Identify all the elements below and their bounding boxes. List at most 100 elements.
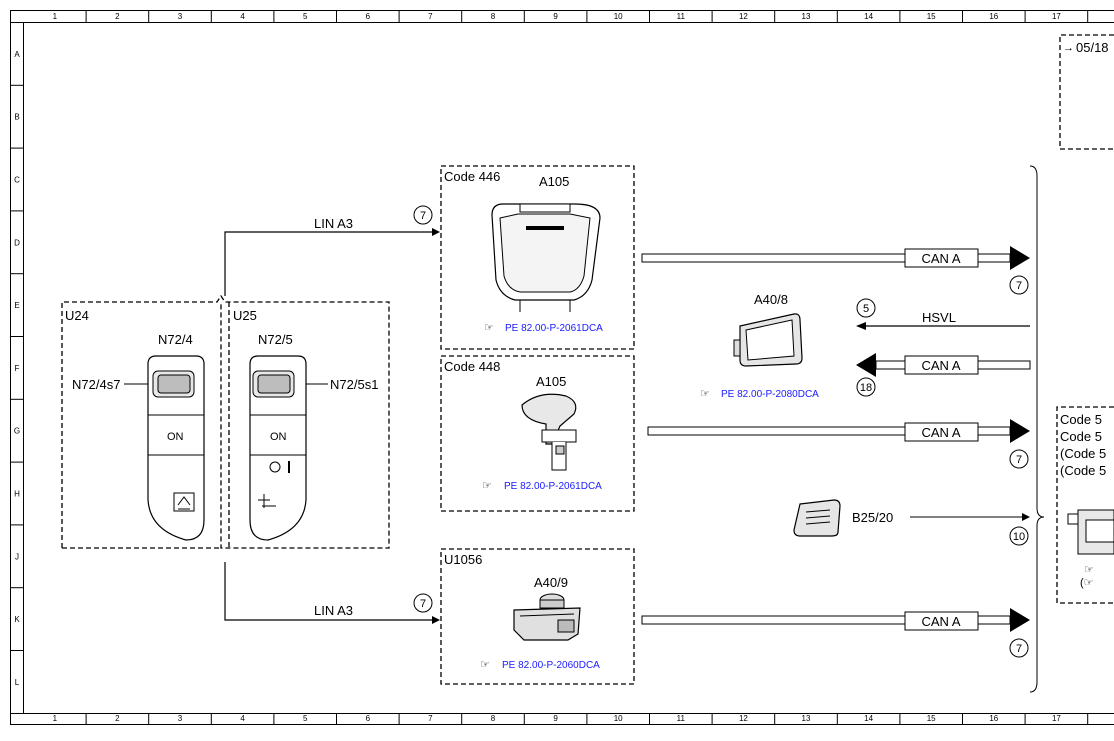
- bus-brace: [1030, 166, 1044, 692]
- can-2-label: CAN A: [921, 358, 960, 373]
- grid-col-label: 16: [989, 12, 998, 21]
- grid-col-label: 1: [53, 714, 58, 723]
- u1056-label: U1056: [444, 552, 482, 567]
- b25-20-sensor: [794, 500, 840, 536]
- marker-can-1-text: 7: [1016, 280, 1022, 292]
- right-component-partial: [1068, 510, 1114, 554]
- grid-row-label: H: [14, 490, 20, 499]
- grid-row-label: A: [14, 50, 20, 59]
- grid-col-label: 2: [115, 12, 120, 21]
- grid-row-label: J: [15, 552, 19, 561]
- can-bus-2: CAN A: [856, 353, 1030, 377]
- grid-col-label: 10: [614, 12, 623, 21]
- grid-row-label: D: [14, 238, 20, 247]
- marker-can-2-text: 18: [860, 382, 872, 394]
- grid-row-label: B: [14, 113, 19, 122]
- grid-col-label: 12: [739, 12, 748, 21]
- grid-col-label: 5: [303, 12, 308, 21]
- marker-b25-text: 10: [1013, 531, 1025, 543]
- grid-col-label: 13: [802, 12, 811, 21]
- lin-a3-top-arrow: [432, 228, 440, 236]
- hsvl-label: HSVL: [922, 310, 956, 325]
- right-code-4: (Code 5: [1060, 463, 1106, 478]
- grid-row-label: K: [14, 615, 20, 624]
- ref-a40-8-text: PE 82.00-P-2080DCA: [721, 389, 819, 400]
- grid-row-label: G: [14, 427, 20, 436]
- grid-col-label: 7: [428, 12, 433, 21]
- grid-row-label: C: [14, 176, 20, 185]
- grid-col-label: 3: [178, 714, 183, 723]
- can-3-label: CAN A: [921, 425, 960, 440]
- on-button-right: ON: [270, 431, 287, 443]
- grid-col-label: 12: [739, 714, 748, 723]
- u24-label: U24: [65, 308, 89, 323]
- a105-mid-label: A105: [536, 374, 566, 389]
- a105-overhead-module: [492, 204, 600, 312]
- n72-4-switch-panel: ON: [148, 356, 204, 540]
- grid-row-label: F: [15, 364, 20, 373]
- b25-20-arrow: [1022, 513, 1030, 521]
- ref-446-icon: ☞: [484, 322, 494, 334]
- grid-col-label: 9: [553, 12, 558, 21]
- grid-col-label: 10: [614, 714, 623, 723]
- grid-col-label: 8: [491, 714, 496, 723]
- right-code-3: (Code 5: [1060, 446, 1106, 461]
- n72-5-label: N72/5: [258, 332, 293, 347]
- a40-8-label: A40/8: [754, 292, 788, 307]
- a40-9-controller: [514, 594, 580, 640]
- right-code-1: Code 5: [1060, 412, 1102, 427]
- grid-col-label: 4: [240, 714, 245, 723]
- can-bus-1: CAN A: [642, 246, 1030, 270]
- grid-col-label: 14: [864, 12, 873, 21]
- marker-can-4-text: 7: [1016, 643, 1022, 655]
- on-button-left: ON: [167, 431, 184, 443]
- ref-a40-9-text: PE 82.00-P-2060DCA: [502, 660, 600, 671]
- grid-row-label: L: [15, 678, 20, 687]
- a40-9-label: A40/9: [534, 575, 568, 590]
- n72-4s7-label: N72/4s7: [72, 377, 120, 392]
- a40-8-display: [734, 314, 802, 366]
- right-code-2: Code 5: [1060, 429, 1102, 444]
- grid-col-label: 6: [366, 714, 371, 723]
- u25-label: U25: [233, 308, 257, 323]
- n72-4-label: N72/4: [158, 332, 193, 347]
- marker-lin-bottom-text: 7: [420, 598, 426, 610]
- b25-20-label: B25/20: [852, 510, 893, 525]
- grid-col-label: 5: [303, 714, 308, 723]
- ref-448-text: PE 82.00-P-2061DCA: [504, 481, 602, 492]
- grid-col-label: 11: [677, 714, 686, 723]
- a105-top-label: A105: [539, 174, 569, 189]
- grid-col-label: 17: [1052, 12, 1061, 21]
- grid-col-label: 17: [1052, 714, 1061, 723]
- lin-a3-bottom-label: LIN A3: [314, 603, 353, 618]
- grid-col-label: 2: [115, 714, 120, 723]
- can-bus-4: CAN A: [642, 608, 1030, 632]
- can-bus-3: CAN A: [648, 419, 1030, 443]
- grid-col-label: 16: [989, 714, 998, 723]
- lin-a3-bottom-arrow: [432, 616, 440, 624]
- grid-col-label: 6: [366, 12, 371, 21]
- ref-a40-9-icon: ☞: [480, 659, 490, 671]
- grid-col-label: 3: [178, 12, 183, 21]
- a105-selector-lever: [522, 394, 576, 470]
- code-446-label: Code 446: [444, 169, 500, 184]
- grid-col-label: 8: [491, 12, 496, 21]
- right-ref-icon-1: ☞: [1084, 564, 1094, 576]
- n72-5s1-label: N72/5s1: [330, 377, 378, 392]
- grid-col-label: 13: [802, 714, 811, 723]
- grid-col-label: 15: [927, 12, 936, 21]
- marker-lin-top-text: 7: [420, 210, 426, 222]
- grid-col-label: 7: [428, 714, 433, 723]
- marker-can-3-text: 7: [1016, 454, 1022, 466]
- ref-a40-8-icon: ☞: [700, 388, 710, 400]
- grid-col-label: 1: [53, 12, 58, 21]
- grid-col-label: 9: [553, 714, 558, 723]
- can-1-label: CAN A: [921, 251, 960, 266]
- grid-col-label: 15: [927, 714, 936, 723]
- lin-a3-top-label: LIN A3: [314, 216, 353, 231]
- right-top-arrow: →: [1063, 42, 1074, 54]
- grid-col-label: 4: [240, 12, 245, 21]
- marker-hsvl-text: 5: [863, 303, 869, 315]
